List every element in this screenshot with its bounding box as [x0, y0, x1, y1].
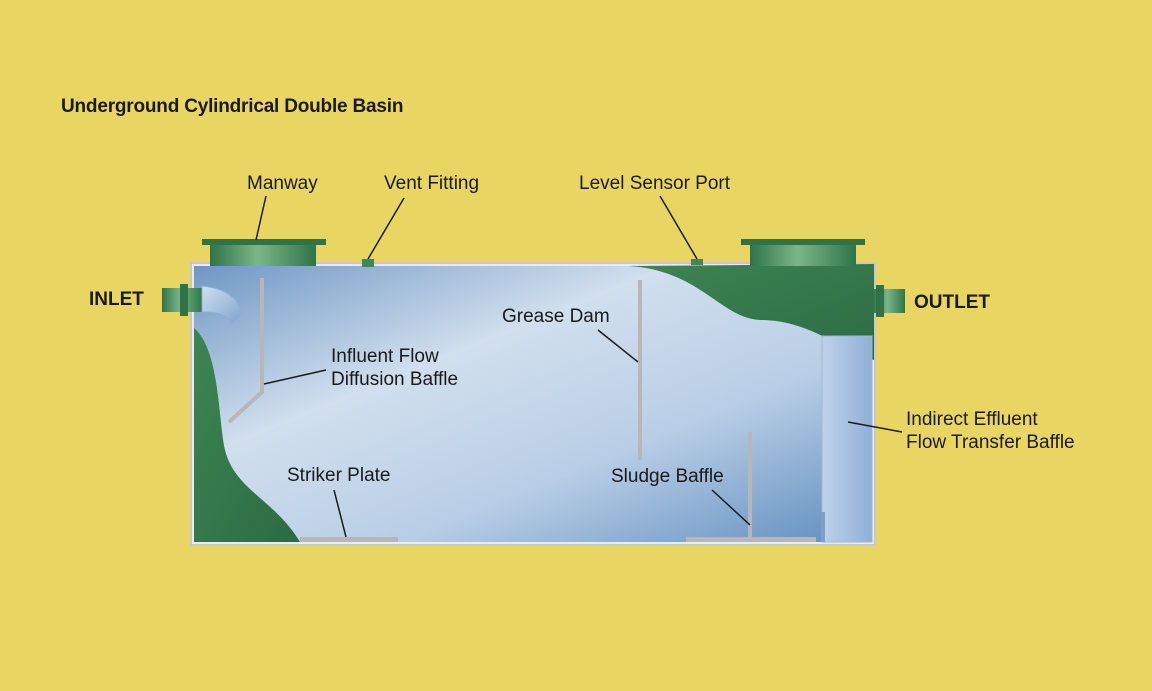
inlet-label: INLET — [89, 289, 144, 310]
manway-label: Manway — [247, 173, 318, 194]
manway-left — [202, 239, 326, 266]
level-sensor-port-label: Level Sensor Port — [579, 173, 731, 194]
influent-baffle-leader — [263, 369, 327, 385]
inlet-elbow — [201, 285, 243, 325]
outlet-green-fill — [628, 264, 874, 360]
influent-baffle-label: Influent Flow Diffusion Baffle — [331, 345, 458, 391]
indirect-baffle-label: Indirect Effluent Flow Transfer Baffle — [906, 408, 1075, 454]
sludge-baffle-label: Sludge Baffle — [611, 466, 724, 487]
grease-dam-label: Grease Dam — [502, 306, 610, 327]
indirect-baffle-line1: Indirect Effluent — [906, 409, 1038, 430]
striker-plate-label: Striker Plate — [287, 465, 391, 486]
tank — [190, 262, 876, 546]
sludge-baffle-base — [686, 537, 816, 542]
striker-plate — [300, 537, 398, 542]
leader-lines — [255, 195, 903, 538]
level-sensor-port — [691, 259, 703, 265]
vent-fitting-leader — [367, 197, 405, 260]
manway-leader — [255, 195, 267, 241]
grease-dam — [638, 280, 642, 460]
manway-right — [741, 239, 865, 266]
influent-baffle-line1: Influent Flow — [331, 346, 439, 367]
diagram-title: Underground Cylindrical Double Basin — [61, 96, 404, 117]
inlet-pipe — [162, 284, 243, 325]
level-sensor-leader — [659, 195, 698, 260]
sludge-baffle — [748, 432, 752, 540]
indirect-baffle-slot — [821, 512, 825, 542]
vent-fitting-label: Vent Fitting — [384, 173, 480, 194]
sludge-baffle-leader — [711, 489, 751, 526]
indirect-effluent-baffle — [821, 335, 873, 543]
inlet-green-fill — [194, 328, 300, 542]
grease-dam-leader — [597, 329, 639, 363]
indirect-baffle-line2: Flow Transfer Baffle — [906, 432, 1075, 453]
influent-baffle-line2: Diffusion Baffle — [331, 369, 459, 390]
striker-plate-leader — [333, 489, 347, 538]
outlet-label: OUTLET — [914, 292, 990, 313]
vent-fitting — [362, 259, 374, 267]
indirect-baffle-leader — [847, 421, 903, 433]
influent-diffusion-baffle — [227, 278, 264, 424]
outlet-pipe — [873, 285, 905, 317]
